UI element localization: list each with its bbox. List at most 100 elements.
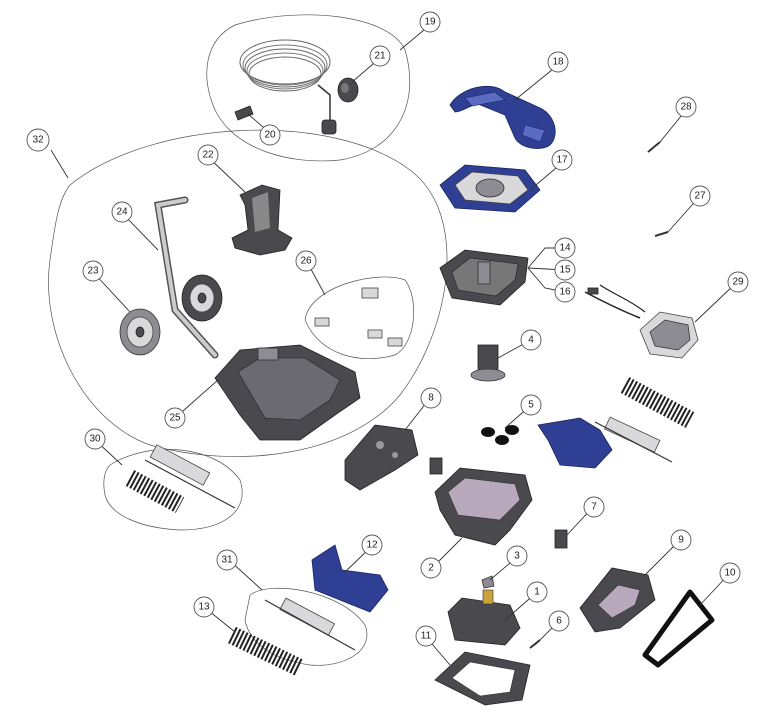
part-handle-bracket	[231, 184, 293, 256]
part-blue-handle	[449, 85, 556, 149]
callout-10: 10	[719, 562, 741, 584]
svg-text:18: 18	[552, 57, 564, 68]
part-cable-coil	[239, 39, 337, 135]
svg-text:29: 29	[732, 277, 744, 288]
svg-text:23: 23	[87, 266, 99, 277]
svg-text:30: 30	[89, 434, 101, 445]
part-power-supply	[584, 284, 699, 359]
callout-19: 19	[419, 11, 441, 33]
part-connector-7	[554, 529, 568, 549]
callout-16: 16	[554, 281, 576, 303]
svg-text:13: 13	[198, 602, 210, 613]
part-blue-front-cover	[311, 544, 389, 613]
svg-text:17: 17	[556, 155, 568, 166]
callout-6: 6	[548, 610, 570, 632]
svg-text:6: 6	[556, 616, 562, 627]
callout-30: 30	[84, 428, 106, 450]
part-roller-shaft	[594, 416, 673, 463]
svg-text:32: 32	[32, 135, 44, 146]
svg-text:31: 31	[221, 555, 233, 566]
svg-text:27: 27	[694, 191, 706, 202]
callout-26: 26	[295, 250, 317, 272]
svg-text:4: 4	[528, 335, 534, 346]
callout-14: 14	[554, 237, 576, 259]
part-brush-roller-top	[620, 377, 695, 428]
callout-18: 18	[547, 51, 569, 73]
callout-7: 7	[583, 496, 605, 518]
svg-text:1: 1	[534, 587, 540, 598]
callout-25: 25	[164, 407, 186, 429]
svg-text:28: 28	[680, 102, 692, 113]
svg-text:25: 25	[169, 413, 181, 424]
callout-2: 2	[420, 557, 442, 579]
svg-text:26: 26	[300, 256, 312, 267]
part-roller-shaft-31	[264, 597, 356, 651]
svg-text:21: 21	[374, 51, 386, 62]
callout-23: 23	[82, 260, 104, 282]
part-blue-side-cover	[537, 417, 613, 469]
part-track-belt	[642, 589, 715, 668]
callout-17: 17	[551, 149, 573, 171]
group-outline-30	[103, 449, 243, 531]
callout-12: 12	[361, 534, 383, 556]
part-seals	[481, 425, 519, 445]
callout-21: 21	[369, 45, 391, 67]
callout-31: 31	[216, 549, 238, 571]
part-handle-bar	[153, 196, 219, 359]
svg-text:11: 11	[421, 631, 432, 642]
part-brush-30	[125, 444, 236, 513]
callout-5: 5	[520, 394, 542, 416]
callout-28: 28	[675, 96, 697, 118]
callout-27: 27	[689, 185, 711, 207]
callout-4: 4	[520, 329, 542, 351]
part-small-clip	[429, 457, 443, 475]
callout-9: 9	[670, 529, 692, 551]
callout-1: 1	[526, 581, 548, 603]
svg-text:12: 12	[366, 540, 378, 551]
group-outline-32	[48, 129, 448, 457]
callout-24: 24	[111, 201, 133, 223]
svg-text:14: 14	[559, 243, 571, 254]
svg-text:10: 10	[724, 568, 736, 579]
svg-text:22: 22	[202, 150, 214, 161]
part-chassis	[214, 344, 361, 441]
callout-15: 15	[554, 259, 576, 281]
group-outline-26	[304, 276, 415, 359]
callout-13: 13	[193, 596, 215, 618]
callout-29: 29	[727, 271, 749, 293]
part-brush-roller-bottom	[228, 626, 304, 677]
group-outline-19	[206, 14, 411, 162]
part-swivel-disc	[337, 77, 359, 103]
part-screw-28	[647, 141, 661, 153]
svg-text:8: 8	[428, 393, 434, 404]
svg-text:5: 5	[528, 400, 534, 411]
svg-text:7: 7	[591, 502, 597, 513]
svg-text:9: 9	[678, 535, 684, 546]
part-motor-block	[447, 589, 521, 646]
part-body-housing	[434, 467, 533, 546]
svg-text:20: 20	[264, 130, 276, 141]
part-valve	[470, 344, 506, 382]
svg-text:3: 3	[514, 551, 520, 562]
svg-text:19: 19	[424, 17, 436, 28]
part-frame	[434, 651, 531, 706]
svg-text:16: 16	[559, 287, 571, 298]
part-top-cover	[439, 164, 541, 213]
svg-text:24: 24	[116, 207, 128, 218]
callout-22: 22	[197, 144, 219, 166]
part-wheel-rear	[181, 274, 223, 322]
part-screw-27	[654, 231, 669, 237]
svg-text:2: 2	[428, 563, 434, 574]
part-clips	[314, 287, 403, 347]
callout-32: 32	[26, 128, 50, 152]
part-filter-basket	[439, 249, 529, 306]
part-side-motor	[344, 424, 419, 491]
part-connector	[234, 105, 254, 121]
brush-bristles	[125, 470, 185, 513]
callout-11: 11	[415, 625, 437, 647]
callout-20: 20	[259, 124, 281, 146]
part-side-motor-right	[579, 567, 656, 633]
part-wheel-23	[119, 308, 161, 356]
